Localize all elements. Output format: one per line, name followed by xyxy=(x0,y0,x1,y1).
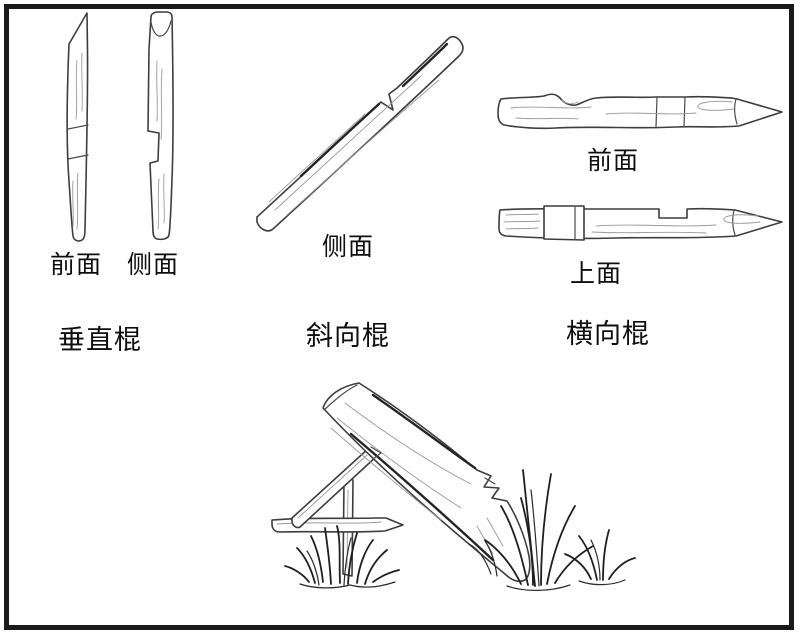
horizontal-stick-front-illustration xyxy=(497,93,783,130)
label-horizontal-front-view: 前面 xyxy=(587,147,640,175)
label-diagonal-side-view: 侧面 xyxy=(322,233,375,261)
group-label-horizontal-stick: 横向棍 xyxy=(566,319,650,349)
figure-four-deadfall-assembly-illustration xyxy=(271,382,636,591)
label-vertical-front-view: 前面 xyxy=(50,251,103,279)
group-label-vertical-stick: 垂直棍 xyxy=(58,325,142,355)
diagonal-stick-side-illustration xyxy=(256,36,464,232)
label-vertical-side-view: 侧面 xyxy=(127,251,180,279)
horizontal-stick-top-illustration xyxy=(498,205,783,241)
label-horizontal-top-view: 上面 xyxy=(570,260,623,288)
group-label-diagonal-stick: 斜向棍 xyxy=(306,321,390,351)
vertical-stick-side-illustration xyxy=(147,11,174,241)
vertical-stick-front-illustration xyxy=(66,12,89,242)
